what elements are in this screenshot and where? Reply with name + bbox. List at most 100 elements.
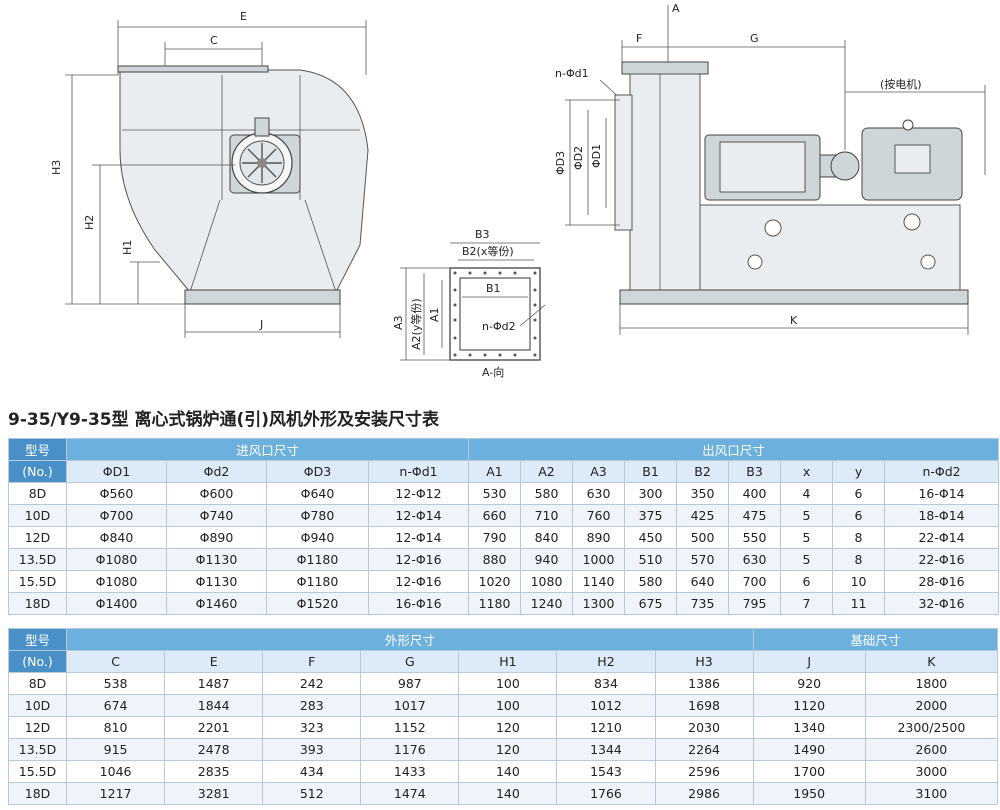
model-cell: 12D (7, 716, 68, 739)
model-cell: 15.5D (7, 760, 68, 783)
table-cell: 3000 (864, 760, 999, 783)
dim-label-a1: A1 (428, 307, 441, 322)
table-cell: 940 (520, 548, 574, 571)
dim-label-d3: ΦD3 (554, 151, 567, 175)
table-cell: 1766 (556, 782, 656, 805)
table-cell: 1180 (468, 592, 522, 615)
table-cell: 5 (780, 504, 834, 527)
column-header: x (780, 460, 834, 483)
model-cell: 10D (8, 504, 67, 527)
column-header: H2 (556, 650, 656, 673)
table-cell: 2478 (164, 738, 264, 761)
table-cell: 1017 (360, 694, 460, 717)
table-cell: 3281 (164, 782, 264, 805)
dim-label-h2: H2 (83, 215, 96, 230)
table-cell: 1340 (752, 716, 866, 739)
table-cell: 350 (676, 482, 730, 505)
dim-label-g: G (750, 32, 759, 45)
table-cell: 710 (520, 504, 574, 527)
column-header: A2 (520, 460, 574, 483)
table-cell: 700 (728, 570, 782, 593)
table-cell: 1487 (164, 672, 264, 695)
table-cell: 1152 (360, 716, 460, 739)
table-cell: 512 (262, 782, 362, 805)
table-cell: 1176 (360, 738, 460, 761)
table-cell: 120 (458, 716, 558, 739)
table-cell: 6 (780, 570, 834, 593)
table-cell: Φ1520 (266, 592, 369, 615)
dim-label-d1: ΦD1 (590, 144, 603, 168)
table-cell: 12-Φ12 (367, 482, 470, 505)
table-cell: 760 (572, 504, 626, 527)
table-cell: Φ1130 (166, 570, 267, 593)
table-cell: 570 (676, 548, 730, 571)
column-header: ΦD1 (66, 460, 167, 483)
table-cell: 323 (262, 716, 362, 739)
table-cell: 5 (780, 526, 834, 549)
model-header: 型号 (8, 438, 67, 461)
table-cell: 10 (832, 570, 886, 593)
dim-label-h3: H3 (50, 160, 63, 175)
table-cell: 300 (624, 482, 678, 505)
column-header: E (164, 650, 264, 673)
column-header: J (752, 650, 866, 673)
table-cell: 890 (572, 526, 626, 549)
model-cell: 18D (7, 782, 68, 805)
table-cell: 140 (458, 782, 558, 805)
table-cell: 810 (66, 716, 166, 739)
table-cell: 100 (458, 694, 558, 717)
table-cell: 425 (676, 504, 730, 527)
table-cell: 434 (262, 760, 362, 783)
table-cell: 1120 (752, 694, 866, 717)
table-cell: 8 (832, 526, 886, 549)
fan-side-view: E C H3 H2 H1 (50, 10, 369, 338)
table-cell: Φ560 (66, 482, 167, 505)
table-cell: 2201 (164, 716, 264, 739)
model-cell: 18D (8, 592, 67, 615)
table-cell: 283 (262, 694, 362, 717)
inlet-group-header: 进风口尺寸 (65, 438, 470, 461)
table-cell: 538 (66, 672, 166, 695)
table-cell: Φ740 (166, 504, 267, 527)
table-cell: 987 (360, 672, 460, 695)
model-cell: 8D (7, 672, 68, 695)
table-cell: 1950 (752, 782, 866, 805)
model-cell: 13.5D (7, 738, 68, 761)
dim-label-a-direction: A-向 (482, 365, 504, 379)
table-cell: 1046 (66, 760, 166, 783)
table-cell: 16-Φ14 (884, 482, 1000, 505)
table-cell: 1698 (654, 694, 754, 717)
table-cell: 530 (468, 482, 522, 505)
table-cell: 2000 (864, 694, 999, 717)
table-cell: Φ940 (266, 526, 369, 549)
table-cell: Φ1080 (66, 570, 167, 593)
dim-label-c: C (210, 34, 218, 47)
table-cell: Φ640 (266, 482, 369, 505)
table-cell: 674 (66, 694, 166, 717)
column-header: ΦD3 (266, 460, 369, 483)
column-header: Φd2 (166, 460, 267, 483)
column-header: G (360, 650, 460, 673)
table-cell: 1217 (66, 782, 166, 805)
table-cell: 1140 (572, 570, 626, 593)
model-cell: 13.5D (8, 548, 67, 571)
table-cell: 880 (468, 548, 522, 571)
dim-label-nd2: n-Φd2 (482, 320, 516, 333)
table-cell: 450 (624, 526, 678, 549)
outline-foundation-dimension-table: 型号 外形尺寸 基础尺寸 (No.) C E F G H1 H2 H3 J K … (7, 628, 999, 805)
table-cell: 3100 (864, 782, 999, 805)
table-cell: 12-Φ14 (367, 504, 470, 527)
table-cell: 1700 (752, 760, 866, 783)
table-cell: 1210 (556, 716, 656, 739)
table-cell: 2300/2500 (864, 716, 999, 739)
column-header: n-Φd1 (367, 460, 470, 483)
column-header: n-Φd2 (884, 460, 1000, 483)
dim-label-nd1: n-Φd1 (555, 67, 589, 80)
table-cell: 1240 (520, 592, 574, 615)
column-header: y (832, 460, 886, 483)
table-cell: 795 (728, 592, 782, 615)
table-cell: 1543 (556, 760, 656, 783)
